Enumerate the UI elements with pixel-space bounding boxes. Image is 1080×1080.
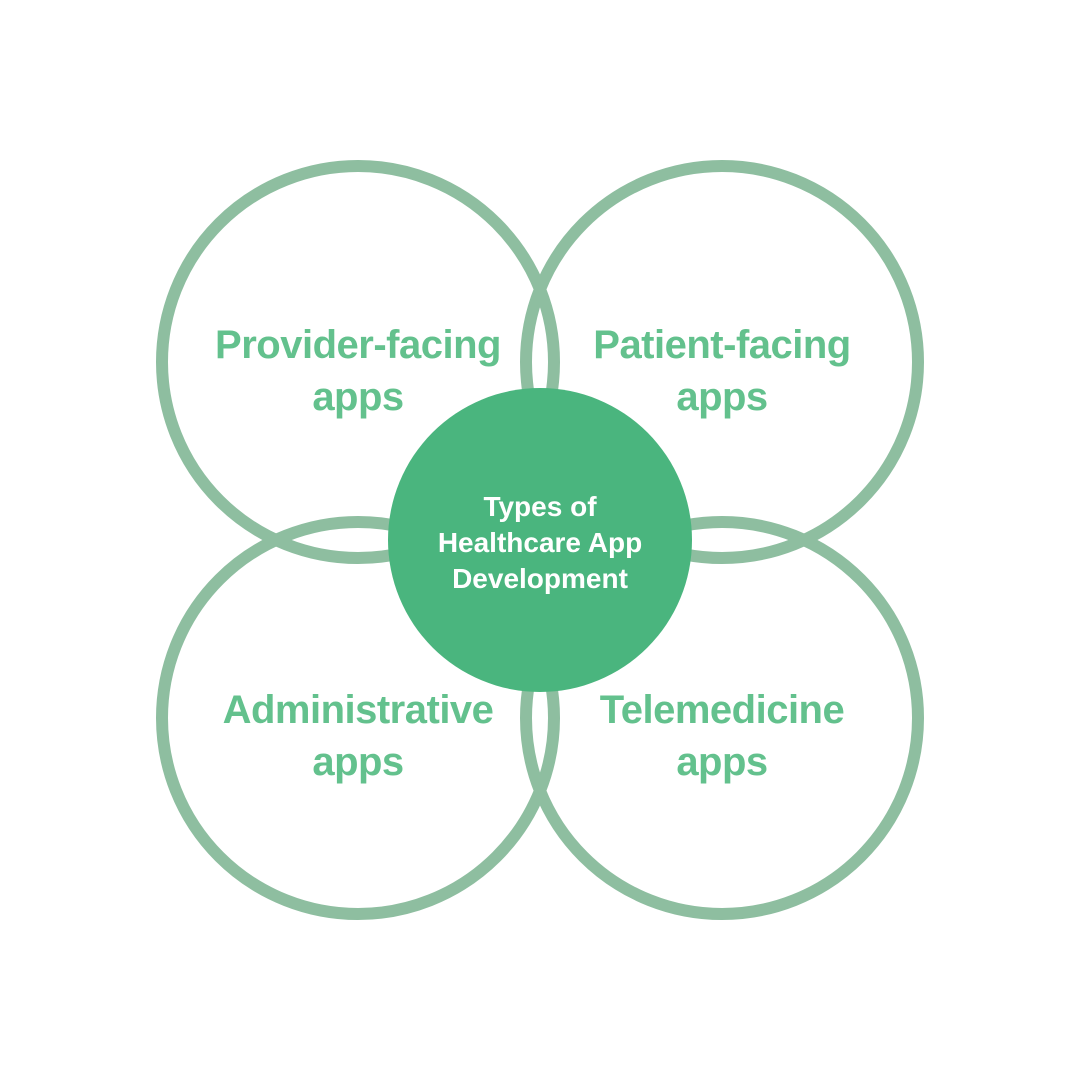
label-patient-facing-apps: Patient-facing apps xyxy=(593,319,851,423)
label-line-1: Provider-facing xyxy=(215,323,501,367)
label-line-1: Administrative xyxy=(222,688,494,732)
label-line-2: apps xyxy=(676,740,768,784)
patient-facing-circle xyxy=(520,160,924,564)
label-line-2: apps xyxy=(312,740,404,784)
center-title-line-3: Development xyxy=(452,563,628,594)
label-line-1: Telemedicine xyxy=(599,688,845,732)
telemedicine-circle xyxy=(520,516,924,920)
administrative-circle xyxy=(156,516,560,920)
label-line-2: apps xyxy=(676,375,768,419)
provider-facing-circle xyxy=(156,160,560,564)
label-provider-facing-apps: Provider-facing apps xyxy=(215,319,501,423)
label-telemedicine-apps: Telemedicine apps xyxy=(599,684,845,788)
center-title-line-1: Types of xyxy=(483,491,597,522)
label-line-2: apps xyxy=(312,375,404,419)
center-title-line-2: Healthcare App xyxy=(437,527,643,558)
label-administrative-apps: Administrative apps xyxy=(223,684,494,788)
center-circle xyxy=(388,388,692,692)
center-title: Types of Healthcare App Development xyxy=(438,489,642,597)
label-line-1: Patient-facing xyxy=(593,323,851,367)
